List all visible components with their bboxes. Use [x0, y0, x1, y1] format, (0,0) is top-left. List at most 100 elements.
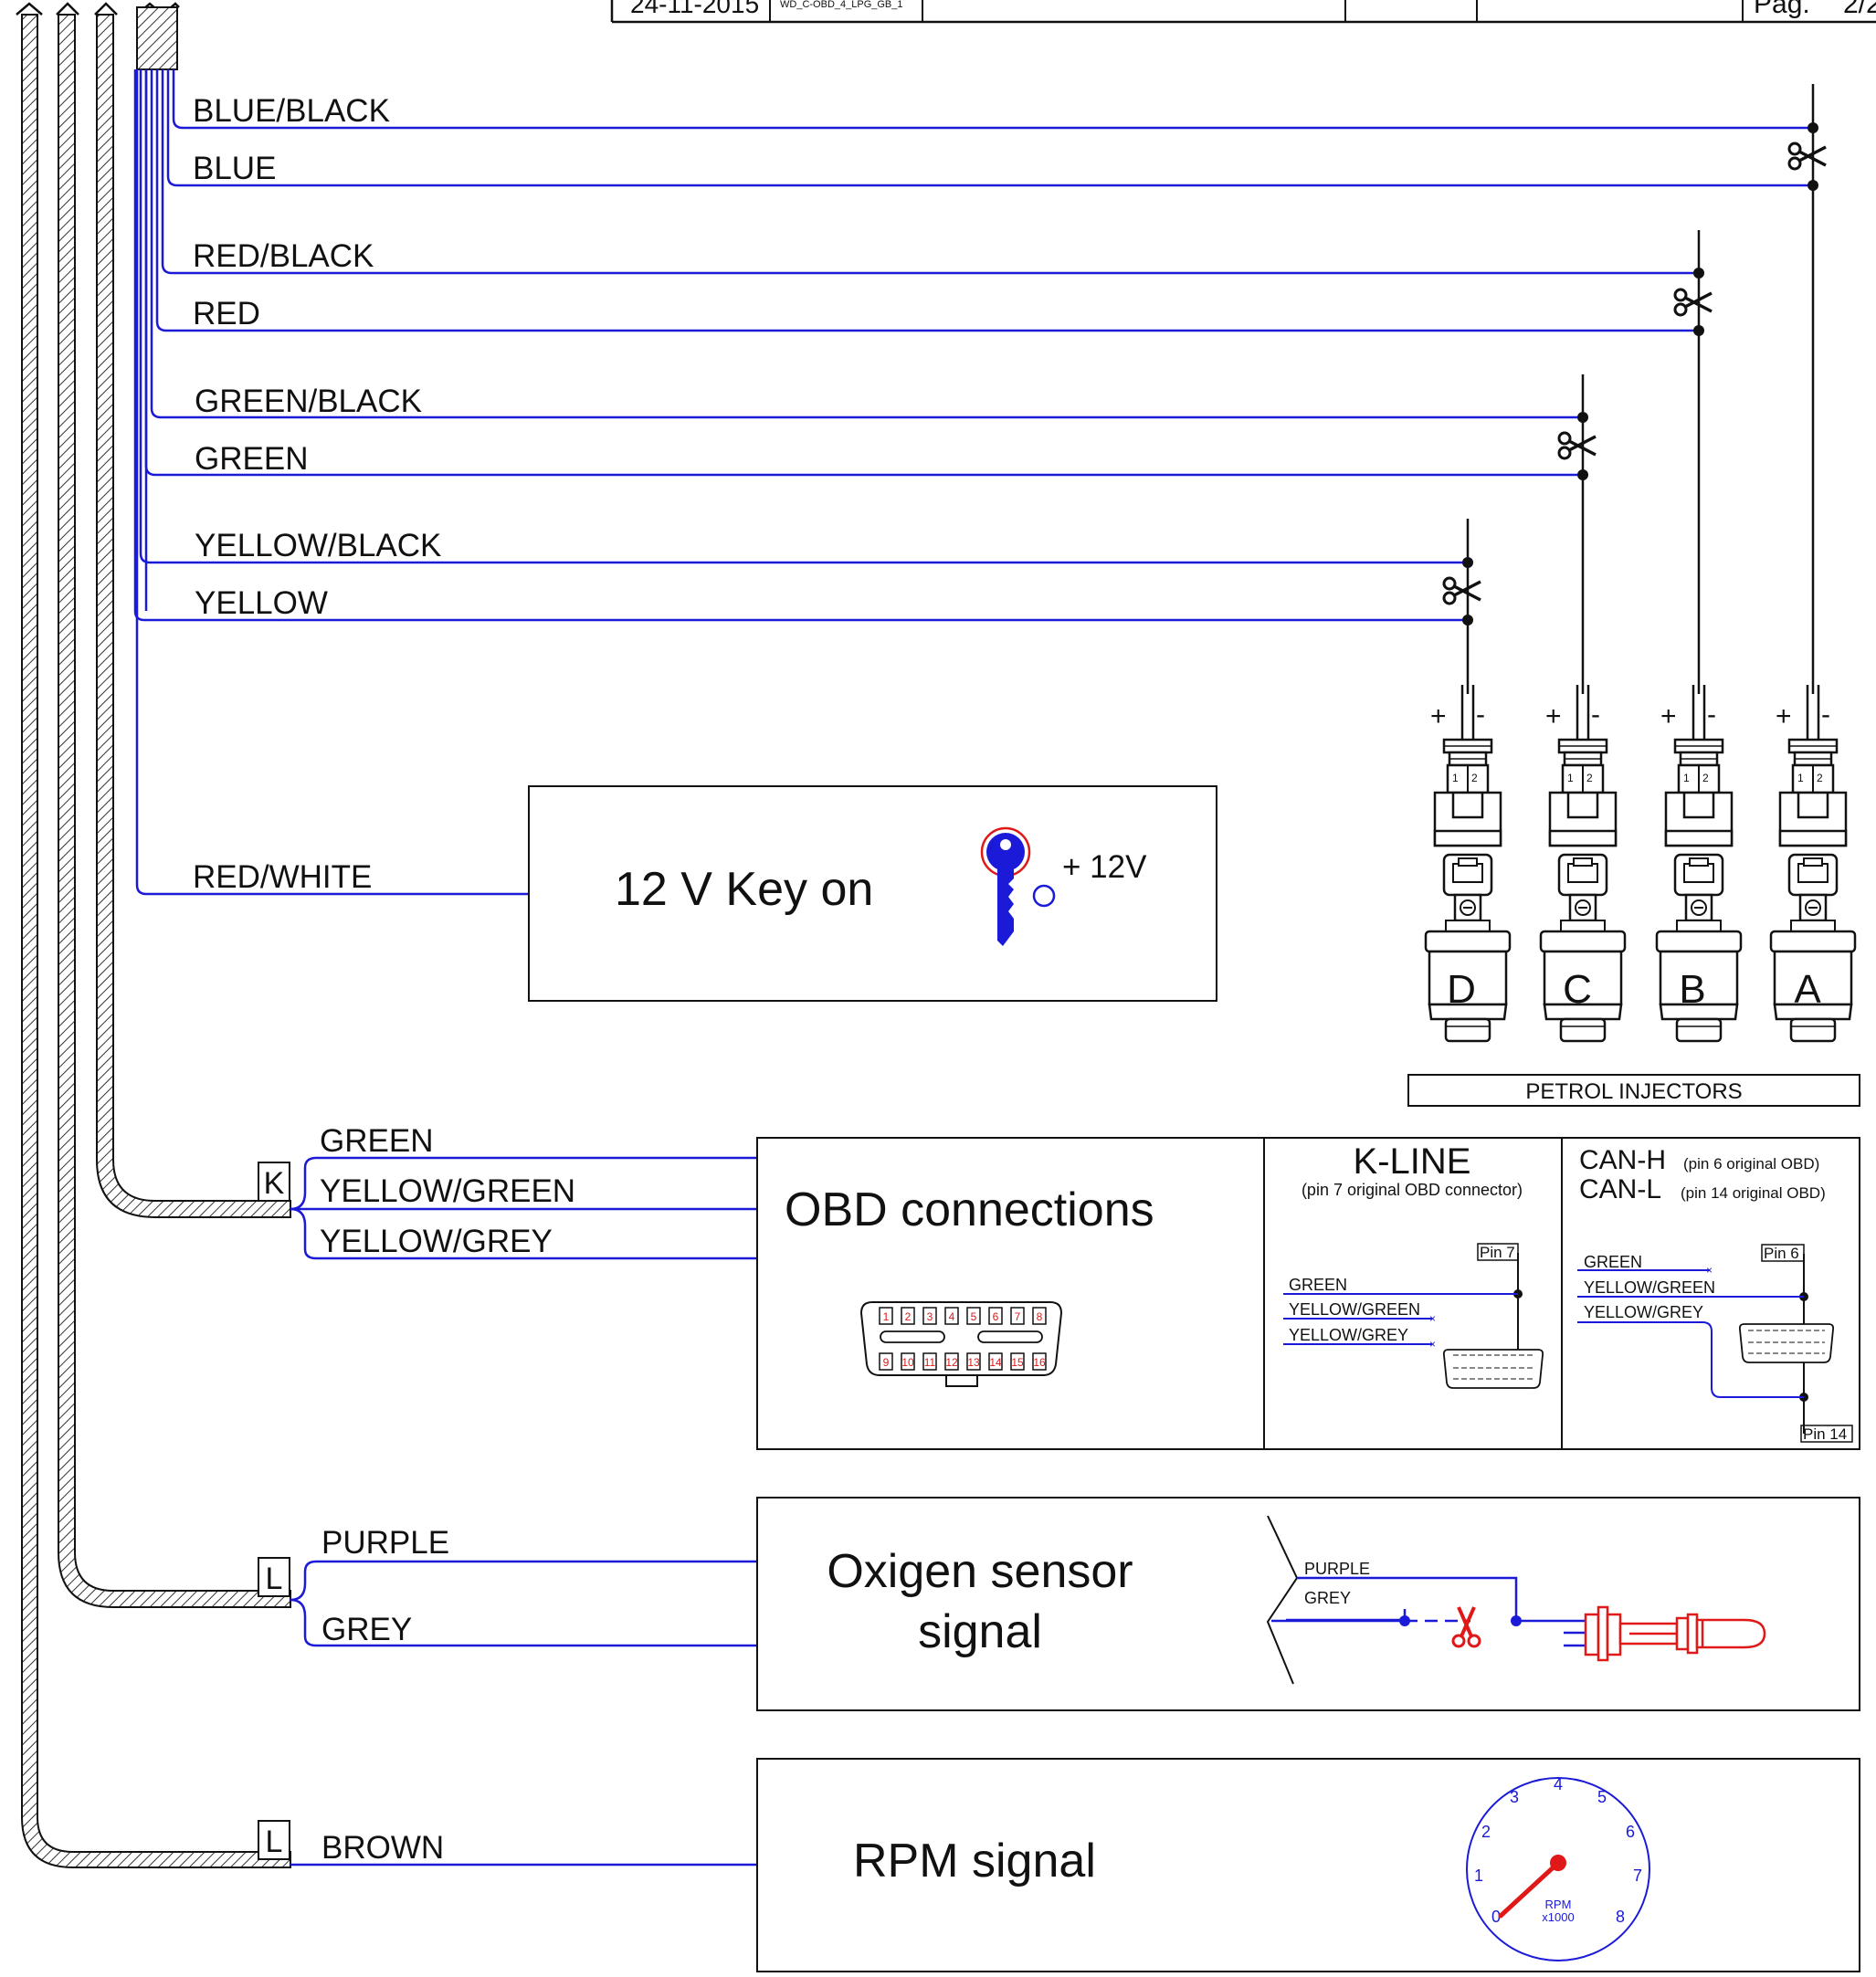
- pin-1-label: 1: [1452, 772, 1459, 784]
- dial-number: 7: [1633, 1867, 1642, 1885]
- scissors-icon: [1787, 142, 1828, 171]
- kline-wire-yellow-grey: YELLOW/GREY: [1289, 1326, 1408, 1344]
- no-connect-mark: ×: [1429, 1338, 1436, 1351]
- obd-title: OBD connections: [785, 1183, 1154, 1236]
- wire-label-red: RED: [193, 296, 260, 331]
- title-date: 24-11-2015: [630, 0, 759, 18]
- dial-unit: x1000: [1542, 1910, 1574, 1924]
- injector-minus: -: [1476, 699, 1485, 730]
- obd-pin-number: 8: [1037, 1310, 1043, 1323]
- petrol-injectors: + - + - + - + - 1 2 1 2 1 2 1 2 D C B A …: [1407, 683, 1860, 1107]
- cut-icons: [1442, 142, 1828, 605]
- no-connect-mark: ×: [1706, 1264, 1713, 1277]
- rpm-box: RPM signal 0 1 2 3 4 5 6 7 8 RPM x1000: [756, 1758, 1860, 1972]
- no-connect-mark: ×: [1429, 1312, 1436, 1325]
- obd-pin-number: 14: [989, 1356, 1002, 1369]
- rpm-title: RPM signal: [853, 1835, 1096, 1888]
- can-pin-l: Pin 14: [1803, 1425, 1847, 1443]
- injector-plus: +: [1660, 701, 1677, 731]
- injector-minus: -: [1591, 699, 1600, 730]
- dial-number: 1: [1474, 1867, 1483, 1885]
- wire-label-red-black: RED/BLACK: [193, 238, 374, 274]
- wire-label-blue-black: BLUE/BLACK: [193, 93, 390, 129]
- scissors-icon: [1442, 576, 1482, 605]
- dial-number: 4: [1554, 1775, 1563, 1793]
- obd-pin-number: 11: [924, 1356, 936, 1369]
- wire-label-green: GREEN: [195, 441, 308, 477]
- oxy-diagram-purple: PURPLE: [1304, 1560, 1370, 1578]
- obd-pin-number: 9: [883, 1356, 890, 1369]
- oxygen-title-line2: signal: [918, 1605, 1042, 1658]
- injector-junctions: [1462, 122, 1818, 626]
- can-h-note: (pin 6 original OBD): [1683, 1155, 1819, 1173]
- injector-wire-labels: BLUE/BLACK BLUE RED/BLACK RED GREEN/BLAC…: [193, 93, 441, 895]
- obd-wiring: K GREEN YELLOW/GREEN YELLOW/GREY: [258, 1123, 757, 1260]
- can-l-label: CAN-L: [1579, 1174, 1661, 1204]
- obd-pin-number: 4: [949, 1310, 955, 1323]
- dial-number: 0: [1491, 1908, 1501, 1926]
- injector-letter-d: D: [1447, 967, 1476, 1012]
- rpm-wiring: L BROWN: [258, 1820, 757, 1867]
- can-wire-yellow-green: YELLOW/GREEN: [1584, 1278, 1715, 1297]
- dial-number: 3: [1510, 1788, 1519, 1806]
- oxygen-wiring: L PURPLE GREY: [258, 1525, 757, 1647]
- pin-2-label: 2: [1817, 772, 1823, 784]
- pin-2-label: 2: [1586, 772, 1593, 784]
- obd-pin-number: 5: [971, 1310, 977, 1323]
- can-pin-h: Pin 6: [1764, 1245, 1799, 1262]
- injector-plus: +: [1430, 701, 1447, 731]
- dial-number: 5: [1597, 1788, 1607, 1806]
- oxygen-title-line1: Oxigen sensor: [827, 1545, 1133, 1598]
- obd-wire-green: GREEN: [320, 1123, 433, 1159]
- can-h-label: CAN-H: [1579, 1145, 1666, 1175]
- kline-wire-yellow-green: YELLOW/GREEN: [1289, 1300, 1420, 1319]
- dial-number: 8: [1616, 1908, 1625, 1926]
- obd-tag: K: [264, 1166, 285, 1201]
- can-wire-green: GREEN: [1584, 1253, 1642, 1271]
- title-page-value: 2/2: [1843, 0, 1876, 19]
- title-page-label: Pag.: [1754, 0, 1810, 19]
- can-l-note: (pin 14 original OBD): [1681, 1184, 1826, 1202]
- obd-pin-number: 6: [993, 1310, 999, 1323]
- wire-label-yellow-black: YELLOW/BLACK: [195, 528, 441, 563]
- pin-1-label: 1: [1797, 772, 1804, 784]
- oxygen-sensor-icon: [1584, 1605, 1766, 1662]
- oxygen-tag: L: [266, 1562, 283, 1596]
- obd-pin-number: 13: [967, 1356, 980, 1369]
- dial-unit: RPM: [1545, 1898, 1572, 1911]
- kline-title: K-LINE: [1354, 1141, 1471, 1182]
- dial-number: 2: [1481, 1823, 1491, 1841]
- injector-letter-a: A: [1794, 967, 1821, 1012]
- injectors-caption-box: [1407, 1074, 1860, 1107]
- obd-connector-icon: 1 2 3 4 5 6 7 8 9 10 11 12 13 14 15 16: [859, 1301, 1063, 1387]
- can-wire-yellow-grey: YELLOW/GREY: [1584, 1303, 1703, 1321]
- pin-2-label: 2: [1702, 772, 1709, 784]
- injector-feeds: [1466, 84, 1815, 694]
- obd-pin-number: 1: [883, 1310, 890, 1323]
- obd-pin-number: 3: [927, 1310, 933, 1323]
- oxygen-box: Oxigen sensor signal PURPLE GREY: [756, 1497, 1860, 1711]
- oxy-diagram-grey: GREY: [1304, 1589, 1351, 1607]
- oxygen-wire-grey: GREY: [321, 1612, 412, 1647]
- wire-label-blue: BLUE: [193, 151, 276, 186]
- key-on-title: 12 V Key on: [615, 863, 873, 916]
- tachometer-icon: 0 1 2 3 4 5 6 7 8 RPM x1000: [1466, 1775, 1650, 1961]
- obd-wire-yellow-grey: YELLOW/GREY: [320, 1224, 553, 1259]
- injector-minus: -: [1707, 699, 1716, 730]
- title-code: WD_C-OBD_4_LPG_GB_1: [780, 0, 903, 10]
- dial-number: 6: [1626, 1823, 1635, 1841]
- obd-pin-number: 16: [1033, 1356, 1046, 1369]
- rpm-tag: L: [266, 1825, 283, 1859]
- scissors-icon: [1557, 431, 1597, 460]
- kline-wire-green: GREEN: [1289, 1276, 1347, 1294]
- injector-wiring: [133, 69, 1813, 896]
- injector-plus: +: [1776, 701, 1792, 731]
- obd-pin-number: 15: [1011, 1356, 1024, 1369]
- oxygen-wire-purple: PURPLE: [321, 1525, 449, 1561]
- pin-1-label: 1: [1683, 772, 1690, 784]
- pin-1-label: 1: [1567, 772, 1574, 784]
- scissors-icon: [1451, 1606, 1481, 1648]
- key-icon: [980, 826, 1056, 946]
- injector-plus: +: [1545, 701, 1562, 731]
